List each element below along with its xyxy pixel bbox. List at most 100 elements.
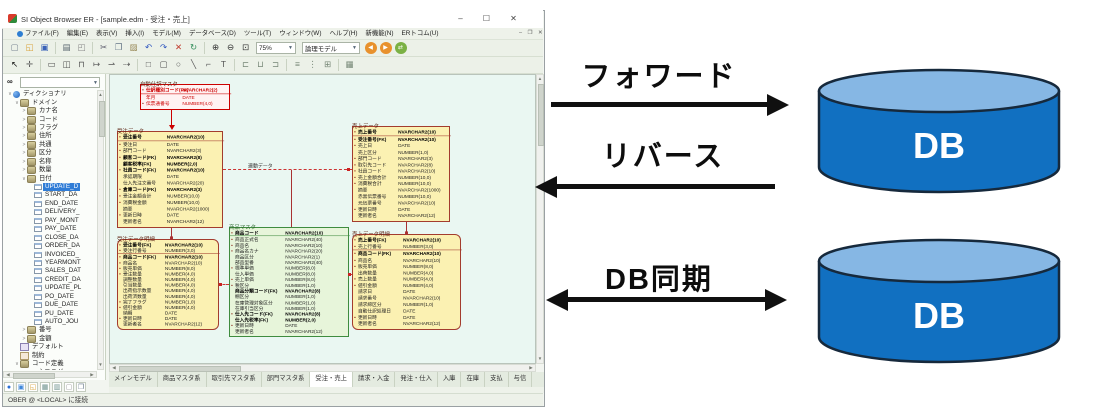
tree-item-UPDATE_PL[interactable]: UPDATE_PL bbox=[3, 284, 97, 292]
dictionary-view-icon[interactable]: ● bbox=[4, 382, 14, 392]
tree-vertical-scrollbar[interactable]: ▲ ▼ bbox=[97, 90, 105, 370]
db-sync-button[interactable]: ⇄ bbox=[394, 42, 407, 54]
tree-item-AUTO_JOU[interactable]: AUTO_JOU bbox=[3, 318, 97, 326]
tab-部門マスタ系[interactable]: 部門マスタ系 bbox=[262, 372, 311, 387]
scroll-left-icon[interactable]: ◀ bbox=[6, 372, 10, 377]
expander-icon[interactable]: ∨ bbox=[22, 175, 26, 182]
delete-button[interactable]: ✕ bbox=[174, 42, 183, 52]
zoom-out-button[interactable]: ⊖ bbox=[226, 42, 235, 52]
copy-button[interactable]: ❐ bbox=[114, 42, 123, 52]
tree-item-ORDER_DA[interactable]: ORDER_DA bbox=[3, 242, 97, 250]
menu-item-10[interactable]: 新機能(N) bbox=[365, 29, 394, 37]
tree-item-共通[interactable]: >共通 bbox=[3, 140, 97, 149]
scroll-right-icon[interactable]: ▶ bbox=[90, 372, 94, 377]
tab-取引先マスタ系[interactable]: 取引先マスタ系 bbox=[207, 372, 262, 387]
tree-item-主フラグ[interactable]: 主フラグ bbox=[3, 368, 97, 370]
tab-入庫[interactable]: 入庫 bbox=[438, 372, 462, 387]
tree-item-END_DATE[interactable]: END_DATE bbox=[3, 200, 97, 208]
tree-item-PU_DATE[interactable]: PU_DATE bbox=[3, 309, 97, 317]
tree-item-YEARMONT[interactable]: YEARMONT bbox=[3, 259, 97, 267]
tree-item-区分[interactable]: >区分 bbox=[3, 149, 97, 158]
tree-item-金額[interactable]: >金額 bbox=[3, 334, 97, 343]
same-height-button[interactable]: ⋮ bbox=[308, 59, 317, 69]
select-tool-button[interactable]: ↖ bbox=[10, 59, 19, 69]
menu-item-11[interactable]: ERトコム(U) bbox=[401, 29, 439, 37]
grid-button[interactable]: ▦ bbox=[345, 59, 354, 69]
scroll-down-icon[interactable]: ▼ bbox=[537, 356, 543, 361]
tree-item-DELIVERY_[interactable]: DELIVERY_ bbox=[3, 208, 97, 216]
redo-button[interactable]: ↷ bbox=[159, 42, 168, 52]
line-tool-button[interactable]: ╲ bbox=[190, 59, 197, 69]
zoom-select[interactable]: 75%▼ bbox=[256, 42, 296, 54]
tree-item-PAY_MONT[interactable]: PAY_MONT bbox=[3, 217, 97, 225]
close-button[interactable]: ✕ bbox=[510, 14, 517, 23]
tree-item-番号[interactable]: >番号 bbox=[3, 326, 97, 335]
menu-item-4[interactable]: 挿入(I) bbox=[125, 29, 145, 37]
window-view-icon[interactable]: ❐ bbox=[76, 382, 86, 392]
model-type-select[interactable]: 論理モデル▼ bbox=[302, 42, 360, 54]
expander-icon[interactable]: > bbox=[22, 124, 26, 131]
print-button[interactable]: ▤ bbox=[62, 42, 71, 52]
scroll-left-icon[interactable]: ◀ bbox=[112, 365, 116, 370]
tree-item-CLOSE_DA[interactable]: CLOSE_DA bbox=[3, 233, 97, 241]
undo-button[interactable]: ↶ bbox=[144, 42, 153, 52]
tree-horizontal-scrollbar[interactable]: ◀ ▶ bbox=[3, 371, 97, 379]
refresh-button[interactable]: ↻ bbox=[189, 42, 198, 52]
menu-item-3[interactable]: 表示(V) bbox=[96, 29, 118, 37]
menu-item-7[interactable]: ツール(T) bbox=[243, 29, 272, 37]
save-button[interactable]: ▣ bbox=[40, 42, 49, 52]
tab-支払[interactable]: 支払 bbox=[485, 372, 509, 387]
tree-item-住所[interactable]: >住所 bbox=[3, 132, 97, 141]
search-combo[interactable]: ▼ bbox=[20, 77, 100, 88]
tree-item-カナ名[interactable]: >カナ名 bbox=[3, 107, 97, 116]
expander-icon[interactable]: > bbox=[22, 133, 26, 140]
scroll-right-icon[interactable]: ▶ bbox=[529, 365, 533, 370]
identifying-relation-tool-button[interactable]: ↦ bbox=[92, 59, 101, 69]
reverse-engineering-button[interactable]: ◀ bbox=[364, 42, 377, 54]
blank-view-icon[interactable]: ▢ bbox=[64, 382, 74, 392]
scroll-up-icon[interactable]: ▲ bbox=[537, 76, 543, 81]
tree-item-START_DA[interactable]: START_DA bbox=[3, 191, 97, 199]
tab-在庫[interactable]: 在庫 bbox=[461, 372, 486, 387]
tab-請求・入金[interactable]: 請求・入金 bbox=[353, 372, 396, 387]
expander-icon[interactable]: > bbox=[22, 327, 26, 334]
expander-icon[interactable]: > bbox=[22, 158, 26, 165]
tab-受注・売上[interactable]: 受注・売上 bbox=[310, 372, 353, 387]
open-file-button[interactable]: ◱ bbox=[25, 42, 34, 52]
roundrect-tool-button[interactable]: ▢ bbox=[159, 59, 168, 69]
menu-item-1[interactable]: ファイル(F) bbox=[25, 29, 59, 37]
align-center-button[interactable]: ⊔ bbox=[257, 59, 264, 69]
model-view-icon[interactable]: ▣ bbox=[16, 382, 26, 392]
tree-item-ディクショナリ[interactable]: ∨ディクショナリ bbox=[3, 90, 97, 98]
tree-item-デフォルト[interactable]: デフォルト bbox=[3, 343, 97, 352]
grid-view-icon[interactable]: ▦ bbox=[40, 382, 50, 392]
entity-tool-button[interactable]: ▭ bbox=[47, 59, 56, 69]
expander-icon[interactable]: > bbox=[22, 108, 26, 115]
tree-item-フラグ[interactable]: >フラグ bbox=[3, 123, 97, 132]
text-tool-button[interactable]: T bbox=[220, 59, 227, 69]
expander-icon[interactable]: > bbox=[22, 116, 26, 123]
menu-item-9[interactable]: ヘルプ(H) bbox=[329, 29, 358, 37]
same-width-button[interactable]: ≡ bbox=[295, 59, 300, 69]
print-preview-button[interactable]: ◰ bbox=[77, 42, 86, 52]
menu-item-2[interactable]: 編集(E) bbox=[66, 29, 89, 37]
scroll-down-icon[interactable]: ▼ bbox=[98, 362, 103, 367]
pan-tool-button[interactable]: ✛ bbox=[25, 59, 34, 69]
expander-icon[interactable]: ∨ bbox=[15, 99, 19, 106]
tree-item-UPDATE_D[interactable]: UPDATE_D bbox=[3, 183, 97, 192]
diagram-canvas[interactable] bbox=[109, 74, 536, 364]
tree-item-数量[interactable]: >数量 bbox=[3, 166, 97, 175]
forward-engineering-button[interactable]: ▶ bbox=[379, 42, 392, 54]
distribute-button[interactable]: ⊞ bbox=[323, 59, 332, 69]
minimize-button[interactable]: – bbox=[458, 14, 463, 23]
ellipse-tool-button[interactable]: ○ bbox=[175, 59, 182, 69]
tree-item-PO_DATE[interactable]: PO_DATE bbox=[3, 293, 97, 301]
align-right-button[interactable]: ⊐ bbox=[271, 59, 280, 69]
canvas-horizontal-scrollbar[interactable]: ◀ ▶ bbox=[109, 364, 536, 372]
rect-tool-button[interactable]: □ bbox=[145, 59, 152, 69]
expander-icon[interactable]: > bbox=[22, 150, 26, 157]
align-left-button[interactable]: ⊏ bbox=[241, 59, 250, 69]
zoom-fit-button[interactable]: ⊡ bbox=[241, 42, 250, 52]
scroll-up-icon[interactable]: ▲ bbox=[98, 92, 103, 97]
tree-item-ドメイン[interactable]: ∨ドメイン bbox=[3, 98, 97, 107]
